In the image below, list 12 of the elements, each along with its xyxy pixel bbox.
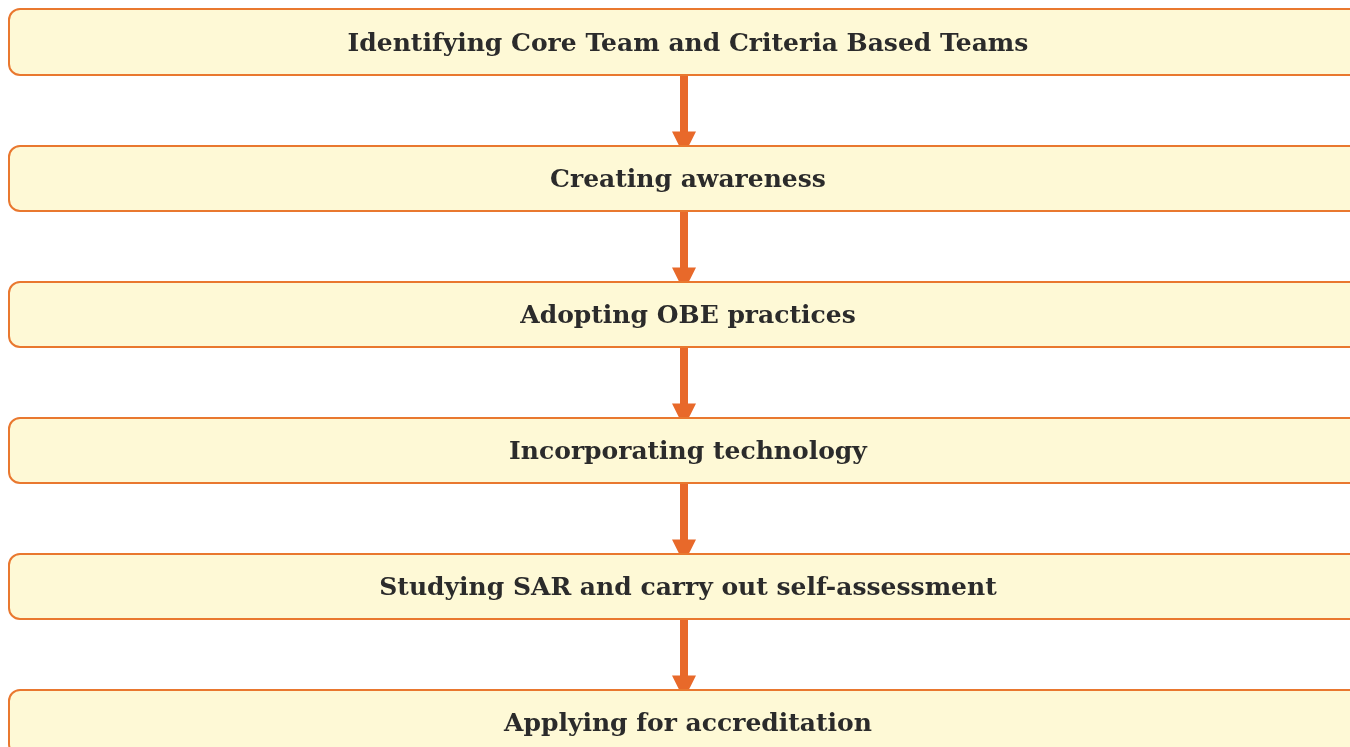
step-label: Adopting OBE practices: [520, 300, 856, 329]
step-label: Incorporating technology: [509, 436, 867, 465]
process-box: [8, 8, 1350, 76]
process-box: [8, 145, 1350, 212]
process-box: [8, 689, 1350, 747]
process-box: [8, 553, 1350, 620]
step-label: Applying for accreditation: [504, 708, 872, 737]
step-label: Studying SAR and carry out self-assessment: [379, 572, 997, 601]
step-label: Identifying Core Team and Criteria Based Teams: [347, 27, 1029, 57]
process-box: [8, 417, 1350, 484]
process-box: [8, 281, 1350, 348]
step-label: Creating awareness: [550, 164, 826, 193]
